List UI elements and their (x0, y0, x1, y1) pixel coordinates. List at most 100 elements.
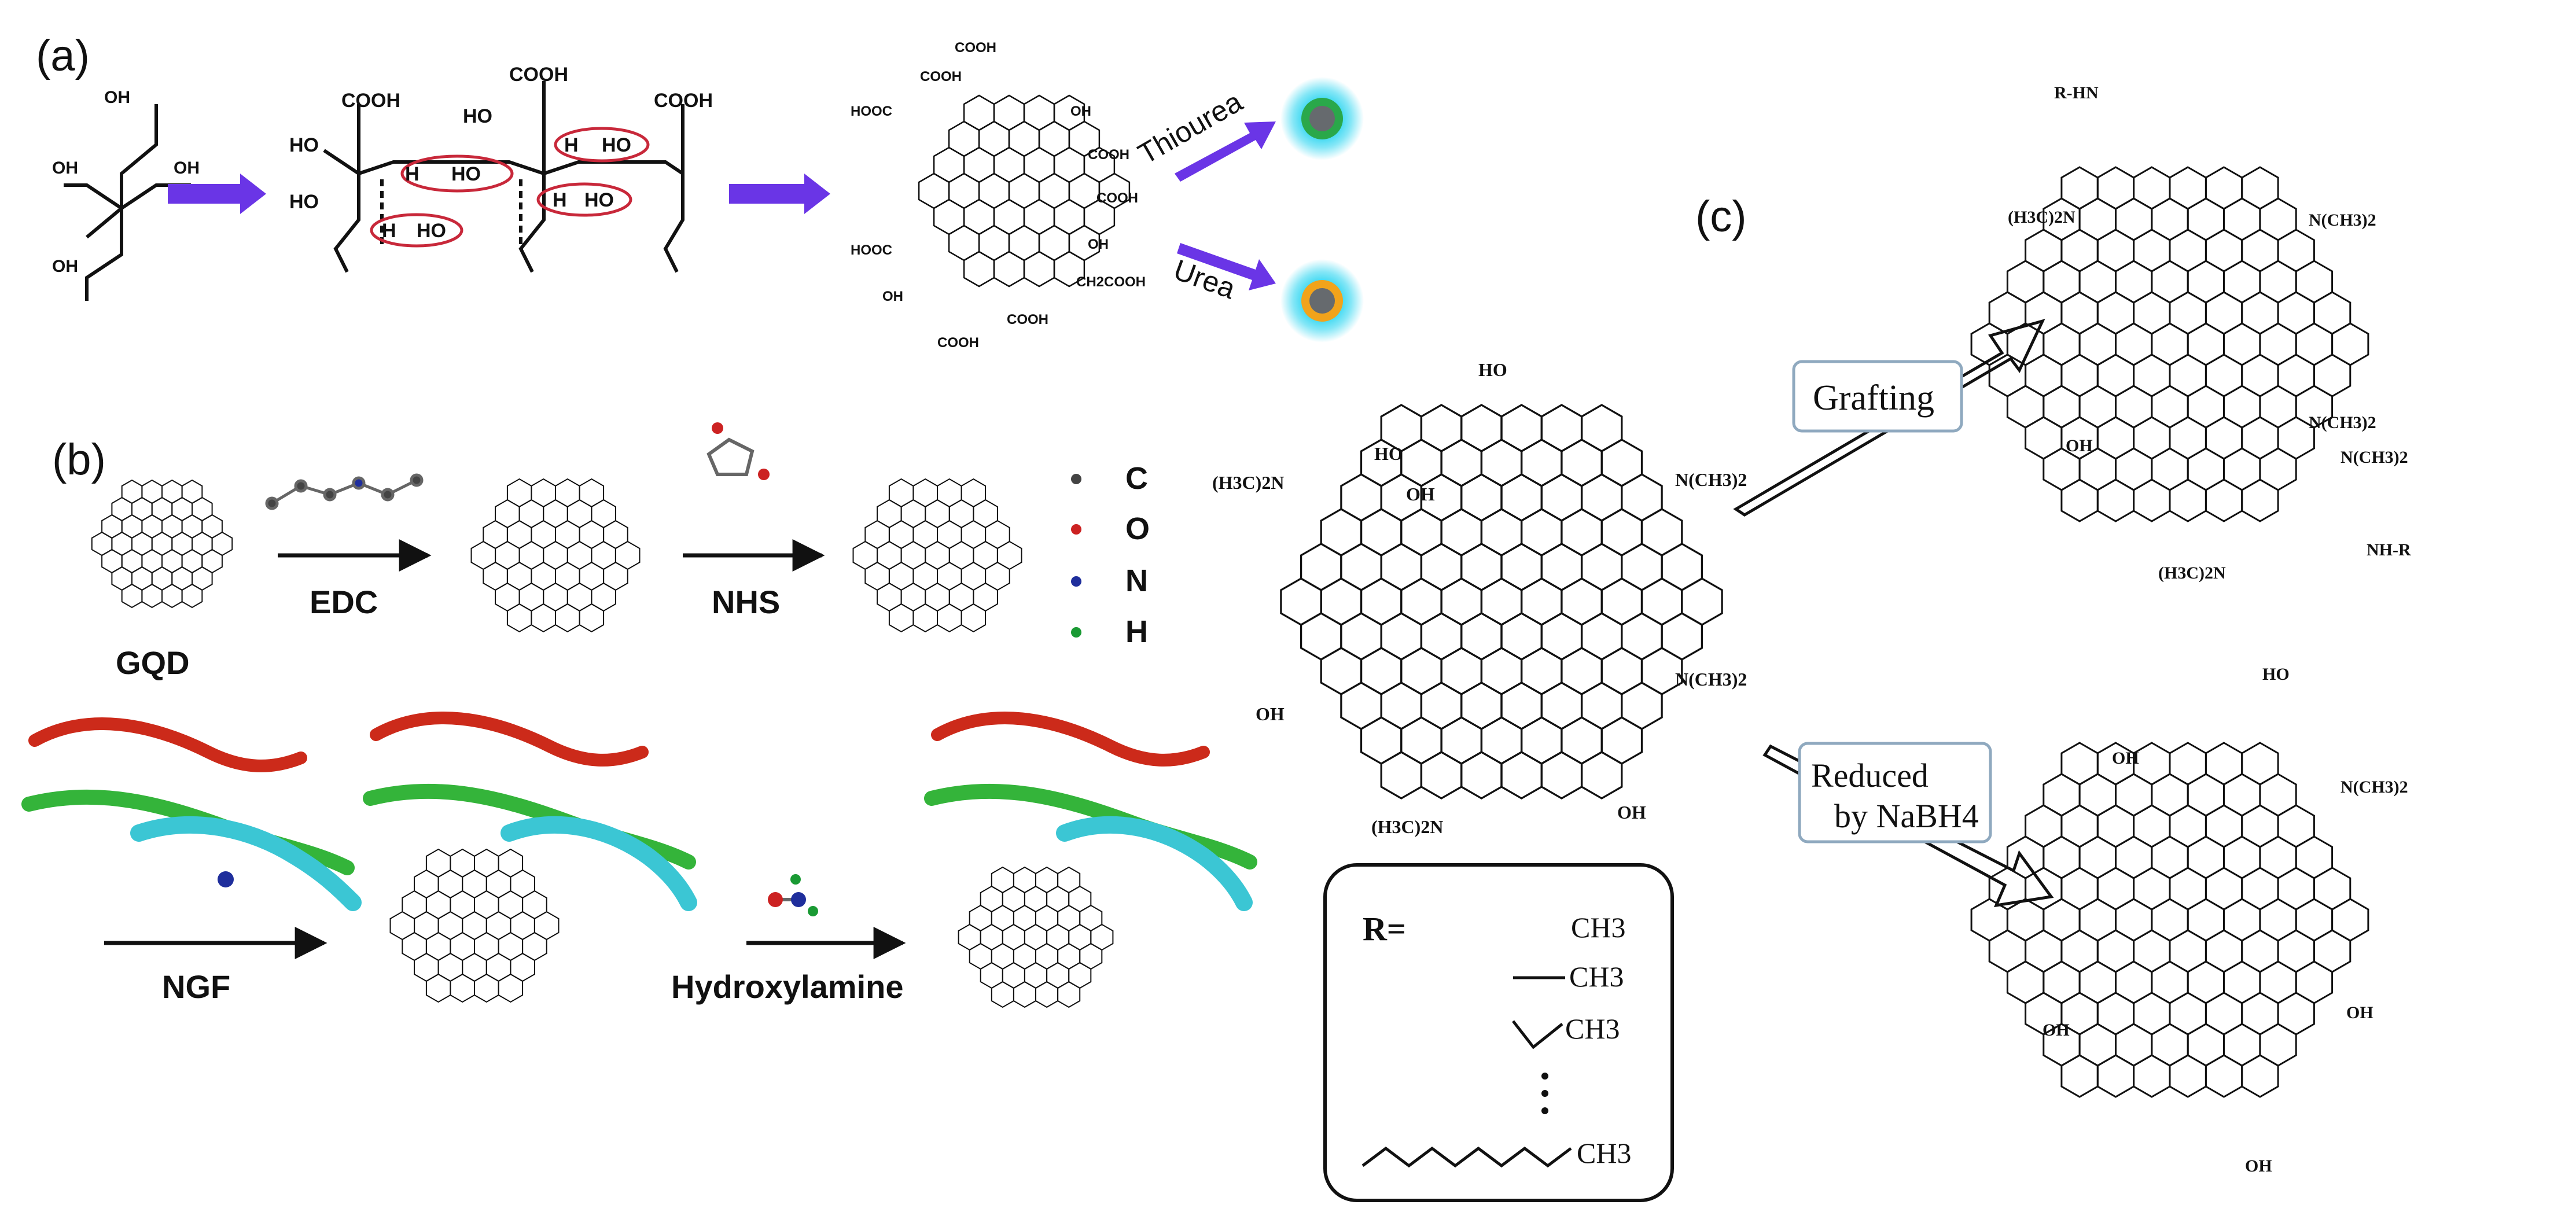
hydroxylamine-label: Hydroxylamine (671, 968, 904, 1005)
svg-text:H: H (405, 163, 419, 185)
svg-text:N: N (1125, 563, 1148, 598)
hex-ring (506, 520, 532, 550)
hex-ring (1580, 473, 1623, 522)
hex-ring (1681, 577, 1723, 626)
hex-ring (1520, 716, 1563, 765)
hex-ring (2025, 229, 2063, 272)
hex-ring (1600, 647, 1643, 695)
hex-ring (1561, 647, 1603, 695)
hex-ring (864, 561, 890, 591)
hex-ring (2078, 835, 2117, 879)
hex-ring (2133, 291, 2171, 335)
hex-ring (437, 911, 463, 941)
hex-ring (2060, 929, 2099, 973)
hex-ring (1600, 577, 1643, 626)
svg-text:COOH: COOH (955, 40, 996, 56)
hex-ring (474, 931, 499, 962)
hex-ring (2241, 1054, 2279, 1098)
svg-text:CH2COOH: CH2COOH (1076, 274, 1146, 290)
hex-ring (1480, 647, 1523, 695)
hex-ring (414, 952, 439, 982)
hex-ring (555, 520, 580, 550)
ngf-protein-3 (924, 712, 1257, 911)
hex-ring (1008, 172, 1040, 209)
hex-ring (1053, 198, 1085, 235)
go-reduced-structure (1970, 742, 2369, 1098)
hex-ring (579, 561, 605, 591)
nhs-label: NHS (712, 584, 780, 620)
hex-ring (1360, 716, 1403, 765)
hex-ring (1440, 577, 1483, 626)
go-central-labels: N(CH3)2 (H3C)2N N(CH3)2 (H3C)2N OH OH HO… (1212, 359, 1747, 837)
svg-text:HO: HO (289, 134, 319, 156)
hex-ring (978, 120, 1010, 157)
svg-text:COOH: COOH (1096, 190, 1138, 206)
hex-ring (1320, 508, 1363, 557)
hex-ring (495, 499, 520, 529)
hex-ring (1380, 751, 1423, 800)
hex-ring (2205, 166, 2243, 210)
hex-ring (963, 198, 995, 235)
hex-ring (2295, 835, 2334, 879)
hex-ring (498, 890, 524, 920)
substituent-box: R= CH3 CH3 CH3 CH3 (1323, 863, 1674, 1202)
hex-ring (2078, 773, 2117, 817)
hex-ring (1280, 577, 1322, 626)
hex-ring (948, 172, 980, 209)
hex-ring (1068, 172, 1101, 209)
hex-ring (1440, 508, 1483, 557)
legend-dot-n (1071, 576, 1081, 587)
hex-ring (555, 603, 580, 633)
hex-ring (591, 540, 616, 570)
hex-ring (2169, 992, 2207, 1036)
hex-ring (2151, 260, 2189, 304)
arrow-to-gqd (729, 174, 830, 214)
hex-ring (2078, 197, 2117, 241)
svg-text:H: H (553, 189, 567, 211)
hex-ring (2169, 1054, 2207, 1098)
hex-ring (566, 540, 593, 570)
hex-ring (2115, 260, 2153, 304)
hex-ring (2187, 322, 2225, 366)
hex-ring (2043, 898, 2081, 942)
gqd-structure-b2 (470, 478, 641, 633)
hex-ring (2241, 804, 2279, 848)
hex-ring (1661, 543, 1703, 591)
hex-ring (531, 561, 556, 591)
hex-ring (1380, 681, 1423, 730)
svg-text:N(CH3)2: N(CH3)2 (2341, 778, 2408, 797)
svg-text:COOH: COOH (920, 69, 962, 84)
hex-ring (483, 561, 508, 591)
hex-ring (414, 911, 439, 941)
hex-ring (888, 478, 914, 508)
hex-ring (2169, 867, 2207, 911)
hex-ring (518, 540, 544, 570)
edc-label: EDC (310, 584, 378, 620)
hex-ring (402, 931, 427, 962)
legend-dot-o (1071, 524, 1081, 535)
hex-ring (2241, 867, 2279, 911)
svg-text:HO: HO (602, 134, 631, 156)
hex-ring (900, 499, 926, 529)
hex-ring (925, 540, 950, 570)
svg-text:OH: OH (2112, 749, 2139, 768)
hex-ring (425, 848, 451, 878)
hex-ring (462, 952, 487, 982)
hex-ring (993, 94, 1025, 131)
hex-ring (2151, 1023, 2189, 1067)
hex-ring (579, 478, 605, 508)
hex-ring (925, 582, 950, 612)
hex-ring (1400, 439, 1442, 487)
svg-text:COOH: COOH (509, 64, 568, 86)
hex-ring (2187, 1023, 2225, 1067)
hex-ring (1038, 172, 1070, 209)
svg-text:OH: OH (104, 88, 130, 107)
hex-ring (531, 603, 556, 633)
hex-ring (1540, 404, 1583, 452)
hex-ring (948, 224, 980, 261)
svg-text:OH: OH (1070, 104, 1091, 119)
hex-ring (1500, 751, 1543, 800)
hex-ring (2259, 322, 2297, 366)
svg-text:NH-R: NH-R (2367, 540, 2411, 559)
svg-text:N(CH3)2: N(CH3)2 (1675, 669, 1747, 690)
